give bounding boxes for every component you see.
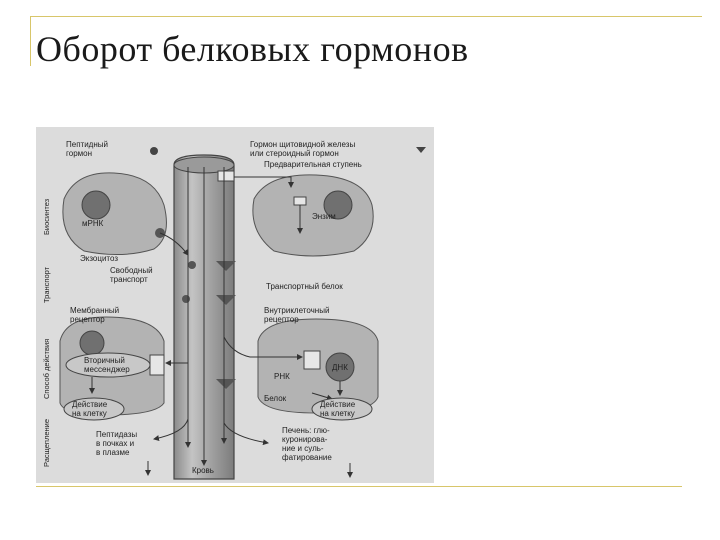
precursor-box [217, 170, 235, 182]
label-intracellular-receptor-2: рецептор [264, 315, 299, 324]
side-label-degradation: Расщепление [42, 419, 51, 467]
degradation-arrows [145, 461, 353, 478]
label-precursor-step: Предварительная ступень [264, 160, 362, 169]
label-liver-1: Печень: глю- [282, 426, 330, 435]
label-mrna: мРНК [82, 219, 104, 228]
label-intracellular-receptor-1: Внутриклеточный [264, 306, 329, 315]
decor-horizontal-line-bottom [36, 486, 682, 487]
membrane-receptor [149, 354, 165, 376]
label-membrane-receptor-2: рецептор [70, 315, 105, 324]
label-rna: РНК [274, 372, 290, 381]
label-exocytosis: Экзоцитоз [80, 254, 118, 263]
action-oval-left [63, 397, 125, 421]
label-thyroid-steroid-2: или стероидный гормон [250, 149, 339, 158]
nucleus-bottom-left [79, 330, 105, 356]
label-liver-3: ние и суль- [282, 444, 324, 453]
label-action-left-1: Действие [72, 400, 108, 409]
cell-top-left [62, 172, 167, 256]
transport-protein-1 [216, 261, 236, 271]
transport-protein-3 [216, 379, 236, 389]
label-action-right-1: Действие [320, 400, 356, 409]
label-free-transport-1: Свободный [110, 266, 153, 275]
enzyme-box [293, 196, 307, 206]
peptide-hormone-dot [150, 147, 158, 155]
label-enzyme: Энзим [312, 212, 336, 221]
figure-svg: Биосинтез Транспорт Способ действия Расщ… [42, 140, 426, 480]
side-label-mode-of-action: Способ действия [42, 339, 51, 399]
label-protein: Белок [264, 394, 287, 403]
transport-protein-2 [216, 295, 236, 305]
side-label-biosynthesis: Биосинтез [42, 198, 51, 235]
free-hormone-dot-2 [182, 295, 190, 303]
flow-arrows [89, 167, 343, 466]
steroid-hormone-triangle [416, 147, 426, 153]
label-peptidases-2: в почках и [96, 439, 134, 448]
label-dna: ДНК [332, 363, 348, 372]
label-second-messenger-2: мессенджер [84, 365, 130, 374]
side-label-transport: Транспорт [42, 266, 51, 303]
label-peptide-hormone-1: Пептидный [66, 140, 108, 149]
hormone-turnover-figure: Биосинтез Транспорт Способ действия Расщ… [36, 127, 434, 483]
decor-horizontal-line-top [30, 16, 702, 17]
nucleus-top-right [323, 190, 353, 220]
label-peptide-hormone-2: гормон [66, 149, 92, 158]
label-thyroid-steroid-1: Гормон щитовидной железы [250, 140, 355, 149]
action-oval-right [311, 397, 373, 421]
label-action-right-2: на клетку [320, 409, 355, 418]
label-liver-4: фатирование [282, 453, 332, 462]
label-transport-protein: Транспортный белок [266, 282, 343, 291]
free-hormone-dot [188, 261, 196, 269]
label-blood: Кровь [192, 466, 214, 475]
label-peptidases-3: в плазме [96, 448, 130, 457]
label-membrane-receptor-1: Мембранный [70, 306, 119, 315]
label-action-left-2: на клетку [72, 409, 107, 418]
label-liver-2: куронирова- [282, 435, 328, 444]
slide-title: Оборот белковых гормонов [36, 29, 469, 69]
label-free-transport-2: транспорт [110, 275, 148, 284]
nucleus-top-left [81, 190, 111, 220]
decor-vertical-line [30, 16, 31, 66]
label-second-messenger-1: Вторичный [84, 356, 125, 365]
second-messenger-oval [65, 352, 151, 378]
label-peptidases-1: Пептидазы [96, 430, 137, 439]
intracellular-receptor [303, 350, 321, 370]
